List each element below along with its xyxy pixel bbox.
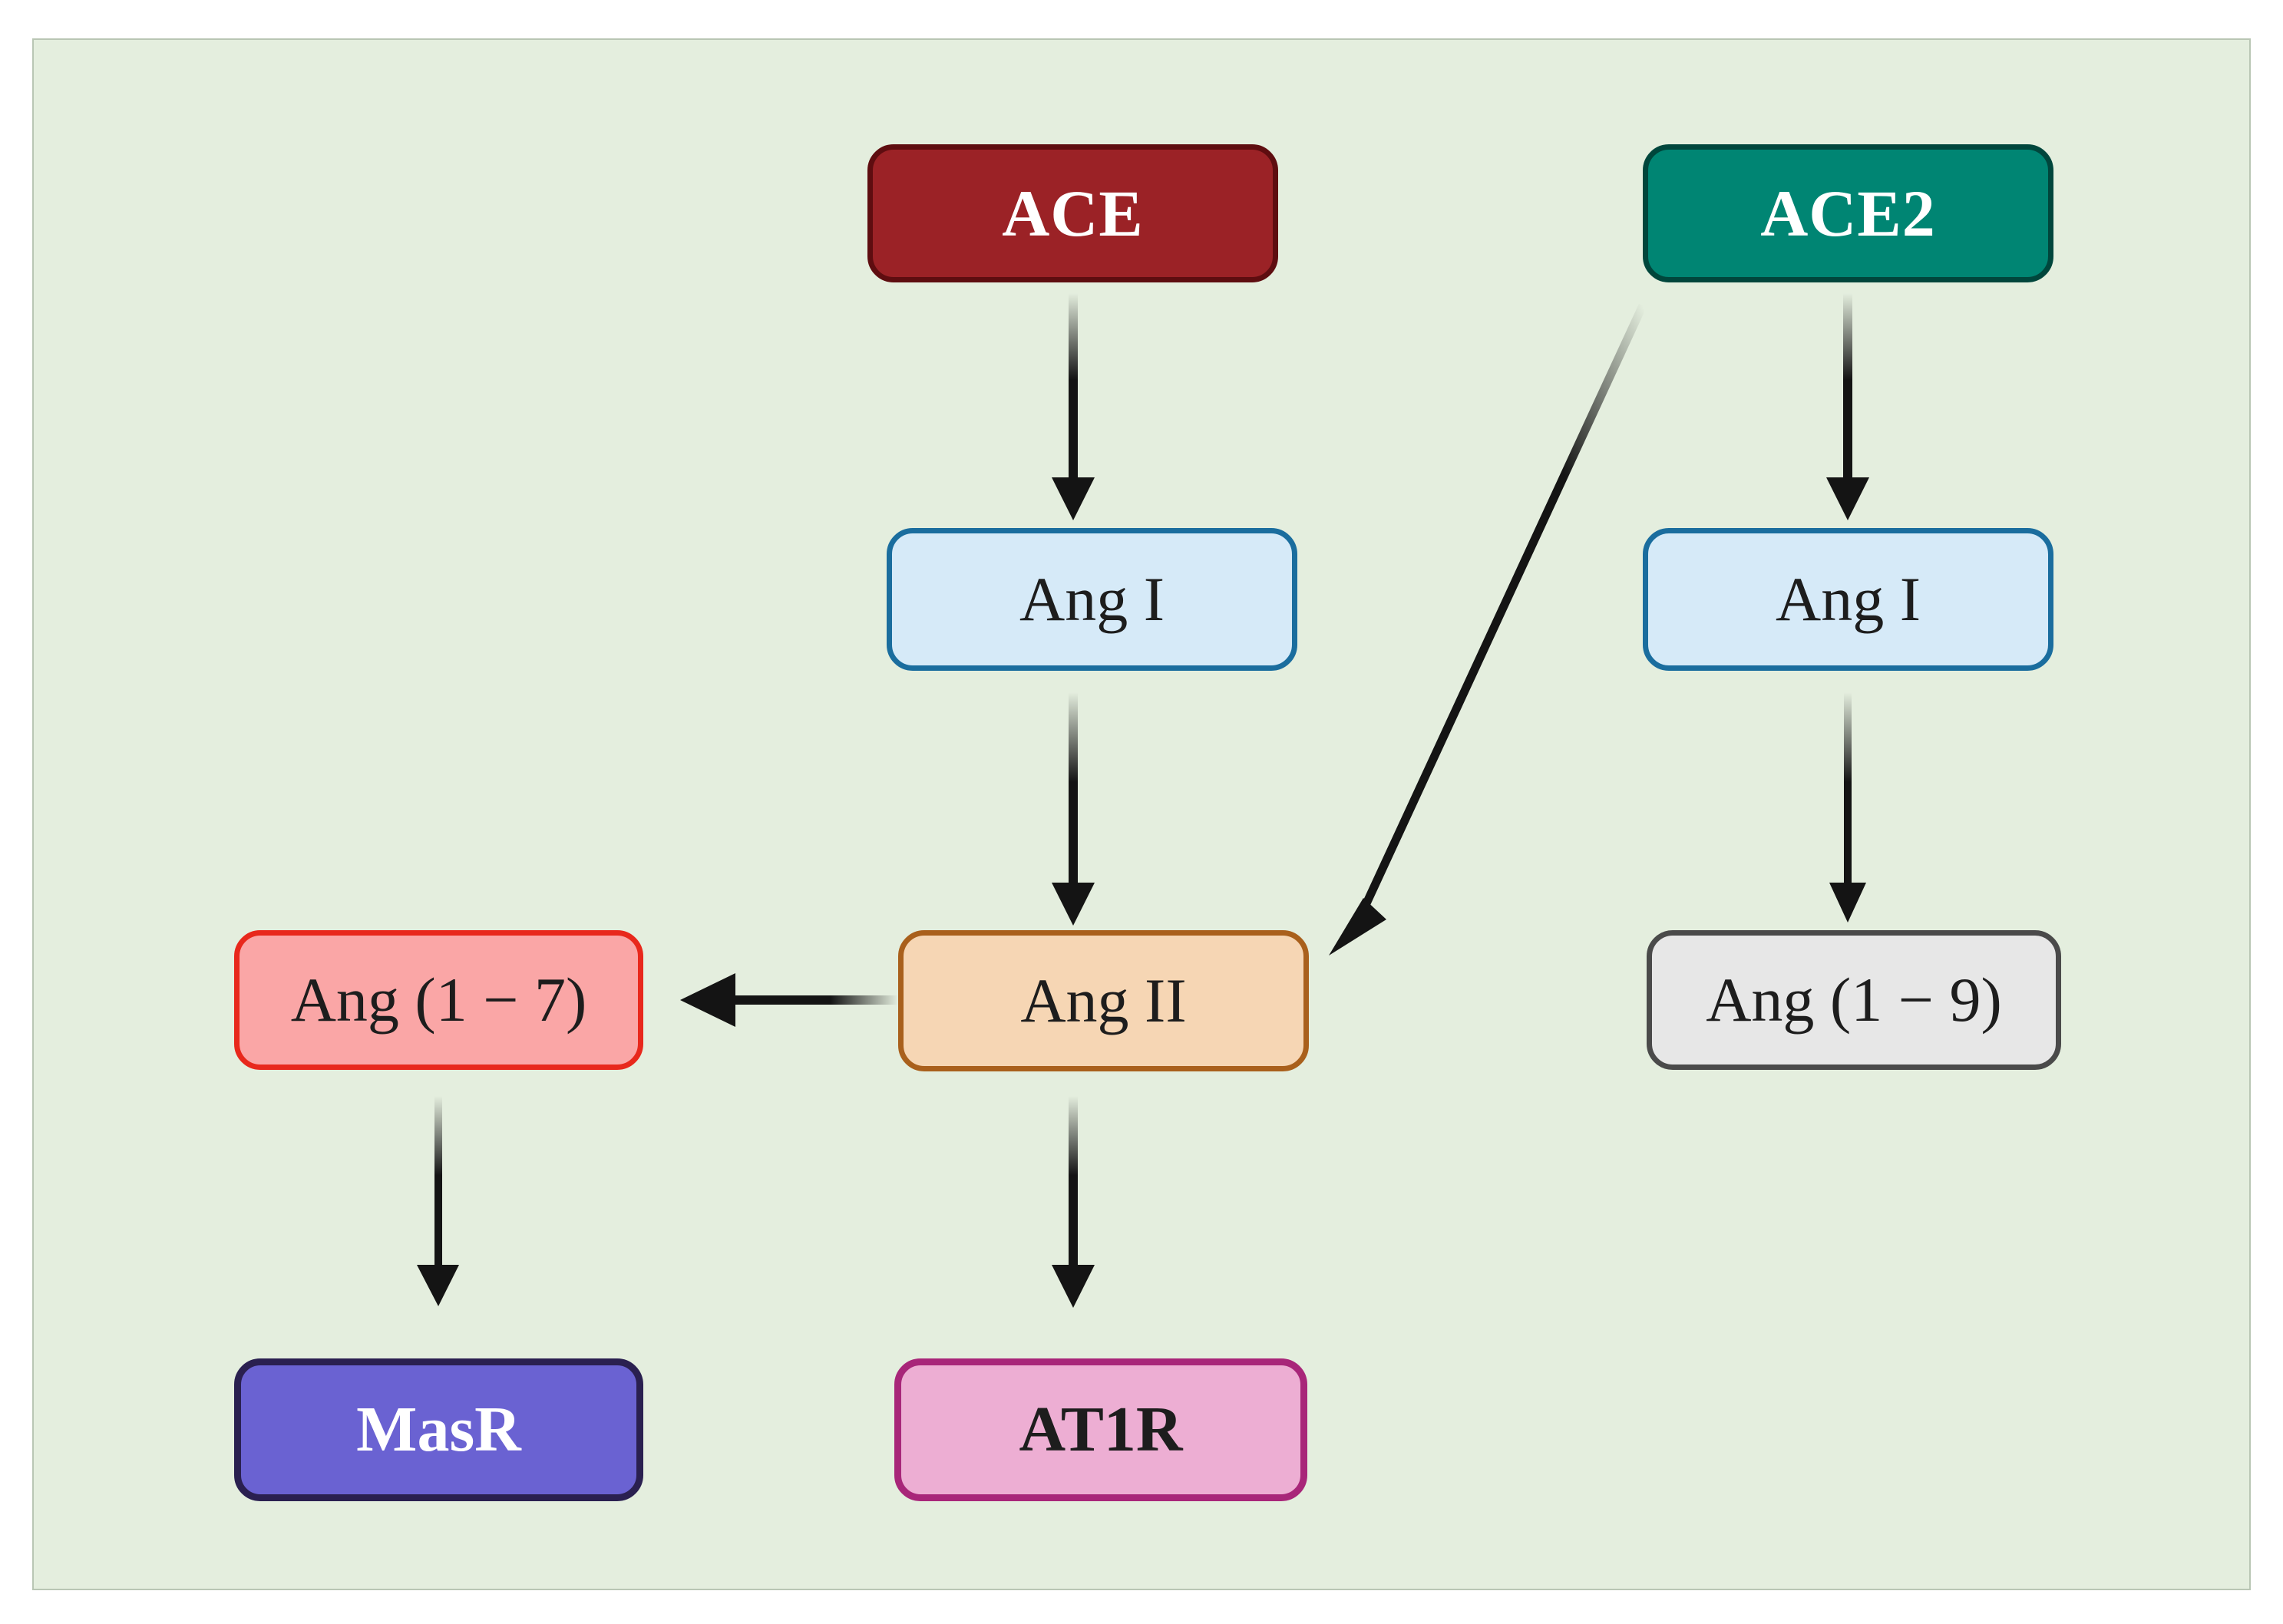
- node-ang-i-right[interactable]: Ang I: [1643, 528, 2053, 671]
- node-ace2-label: ACE2: [1760, 177, 1936, 250]
- node-ace[interactable]: ACE: [867, 144, 1278, 282]
- node-masr-label: MasR: [356, 1394, 521, 1465]
- node-ace2[interactable]: ACE2: [1643, 144, 2053, 282]
- node-ang-ii[interactable]: Ang II: [898, 930, 1309, 1071]
- node-ang-1-9-label: Ang (1 − 9): [1706, 965, 2002, 1035]
- node-ace-label: ACE: [1002, 177, 1144, 250]
- node-ang-i-center-label: Ang I: [1019, 564, 1165, 634]
- node-ang-1-7[interactable]: Ang (1 − 7): [234, 930, 643, 1070]
- node-at1r[interactable]: AT1R: [894, 1358, 1307, 1501]
- node-ang-i-center[interactable]: Ang I: [887, 528, 1297, 671]
- node-ang-ii-label: Ang II: [1020, 965, 1187, 1035]
- diagram-canvas: [32, 38, 2251, 1590]
- node-ang-1-7-label: Ang (1 − 7): [290, 965, 587, 1035]
- node-at1r-label: AT1R: [1019, 1394, 1183, 1465]
- node-ang-i-right-label: Ang I: [1775, 564, 1921, 634]
- node-masr[interactable]: MasR: [234, 1358, 643, 1501]
- node-ang-1-9[interactable]: Ang (1 − 9): [1647, 930, 2061, 1070]
